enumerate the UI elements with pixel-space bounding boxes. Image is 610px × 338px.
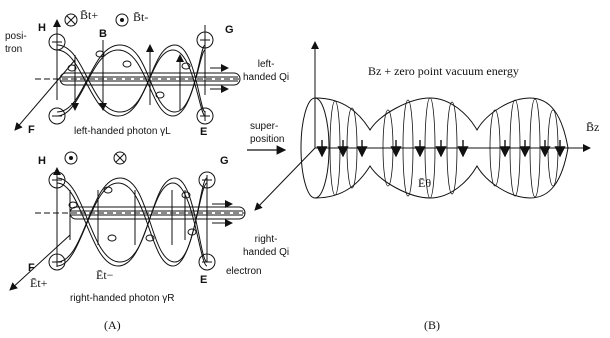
label-left-handed-qi: left- handed Qi xyxy=(243,59,290,83)
label-e-bottom: E xyxy=(200,274,208,286)
top-photon-diagram xyxy=(14,13,241,131)
label-positron: posi- tron xyxy=(5,31,27,55)
label-right-handed-photon: right-handed photon γR xyxy=(70,293,175,304)
bottom-photon-diagram xyxy=(9,151,246,291)
positron-charge-top-icon xyxy=(48,33,66,51)
b-into-page-icon xyxy=(64,13,78,27)
negative-charge-g-icon xyxy=(196,31,214,49)
caption-b: (B) xyxy=(424,318,440,332)
label-left-handed-photon: left-handed photon γL xyxy=(74,126,171,137)
caption-a: (A) xyxy=(104,318,121,332)
label-f-top: F xyxy=(28,124,35,136)
negative-charge-top-icon xyxy=(48,107,66,125)
panel-b-title: Bz + zero point vacuum energy xyxy=(368,64,519,78)
positive-charge-e-icon xyxy=(196,107,214,125)
positive-charge-f-icon xyxy=(48,253,66,271)
f-axis-arrow xyxy=(14,59,76,131)
label-e-top: E xyxy=(200,126,208,138)
label-g-top: G xyxy=(225,24,234,36)
b-out-of-page-bottom-icon xyxy=(64,151,78,165)
superposition-diagram xyxy=(254,41,591,211)
label-bt-plus: B̄t+ xyxy=(80,8,99,22)
label-g-bottom: G xyxy=(220,155,229,167)
negative-charge-e-icon xyxy=(198,253,216,271)
label-et-plus: Ēt+ xyxy=(30,276,48,290)
charge-marker xyxy=(67,64,77,72)
field-envelope xyxy=(314,97,569,199)
b-out-of-page-icon xyxy=(115,13,129,27)
label-bz: B̄z xyxy=(586,120,600,134)
diagonal-axis-arrow xyxy=(254,147,316,211)
label-b: B xyxy=(99,28,107,40)
label-electron: electron xyxy=(226,266,262,277)
label-et-minus: Ēt− xyxy=(96,268,114,282)
label-f-bottom: F xyxy=(28,262,35,274)
positive-charge-g-icon xyxy=(198,171,216,189)
label-h-top: H xyxy=(38,22,46,34)
label-superposition: super- position xyxy=(250,121,285,145)
b-into-page-bottom-icon xyxy=(113,151,127,165)
label-right-handed-qi: right- handed Qi xyxy=(243,234,290,258)
f-axis-arrow-bottom xyxy=(9,234,71,291)
label-bt-minus: B̄t- xyxy=(133,10,149,24)
negative-charge-h-icon xyxy=(48,171,66,189)
label-h-bottom: H xyxy=(38,155,46,167)
label-e-theta: Ēθ xyxy=(418,176,432,190)
